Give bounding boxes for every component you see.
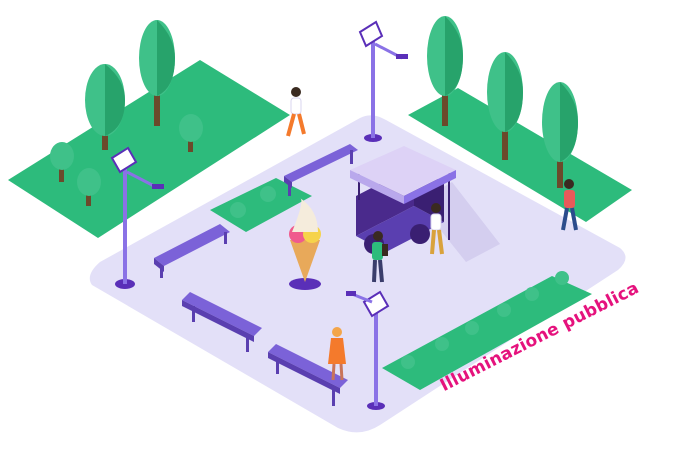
bush-icon [401, 355, 415, 369]
tree-icon [179, 114, 203, 152]
street-lamp-icon [358, 20, 408, 142]
hedge-bottom-right [382, 276, 592, 390]
tree-icon [139, 20, 175, 126]
tree-icon [542, 82, 578, 188]
bench-icon [284, 144, 358, 196]
tree-icon [427, 16, 463, 126]
bush-icon [260, 186, 276, 202]
bench-icon [268, 344, 348, 406]
bench-icon [182, 292, 262, 352]
tree-icon [85, 64, 125, 150]
bench-icon [154, 224, 230, 278]
tree-icon [50, 142, 74, 182]
bush-icon [230, 202, 246, 218]
street-lamp-icon [346, 290, 390, 410]
lawn-left [8, 60, 290, 238]
bush-icon [497, 303, 511, 317]
person-icon [561, 179, 578, 231]
bush-icon [465, 321, 479, 335]
street-lamp-icon [110, 146, 164, 289]
person-icon [328, 327, 346, 381]
tree-icon [487, 52, 523, 160]
ice-cream-cone-icon [289, 198, 321, 290]
person-icon [286, 87, 306, 137]
bush-icon [525, 287, 539, 301]
person-icon [372, 231, 388, 283]
plaza [89, 115, 626, 433]
bush-icon [555, 271, 569, 285]
tree-icon [77, 168, 101, 206]
bush-icon [435, 337, 449, 351]
hedge-center [210, 178, 312, 232]
person-icon [430, 203, 444, 255]
lawn-right [408, 88, 632, 222]
